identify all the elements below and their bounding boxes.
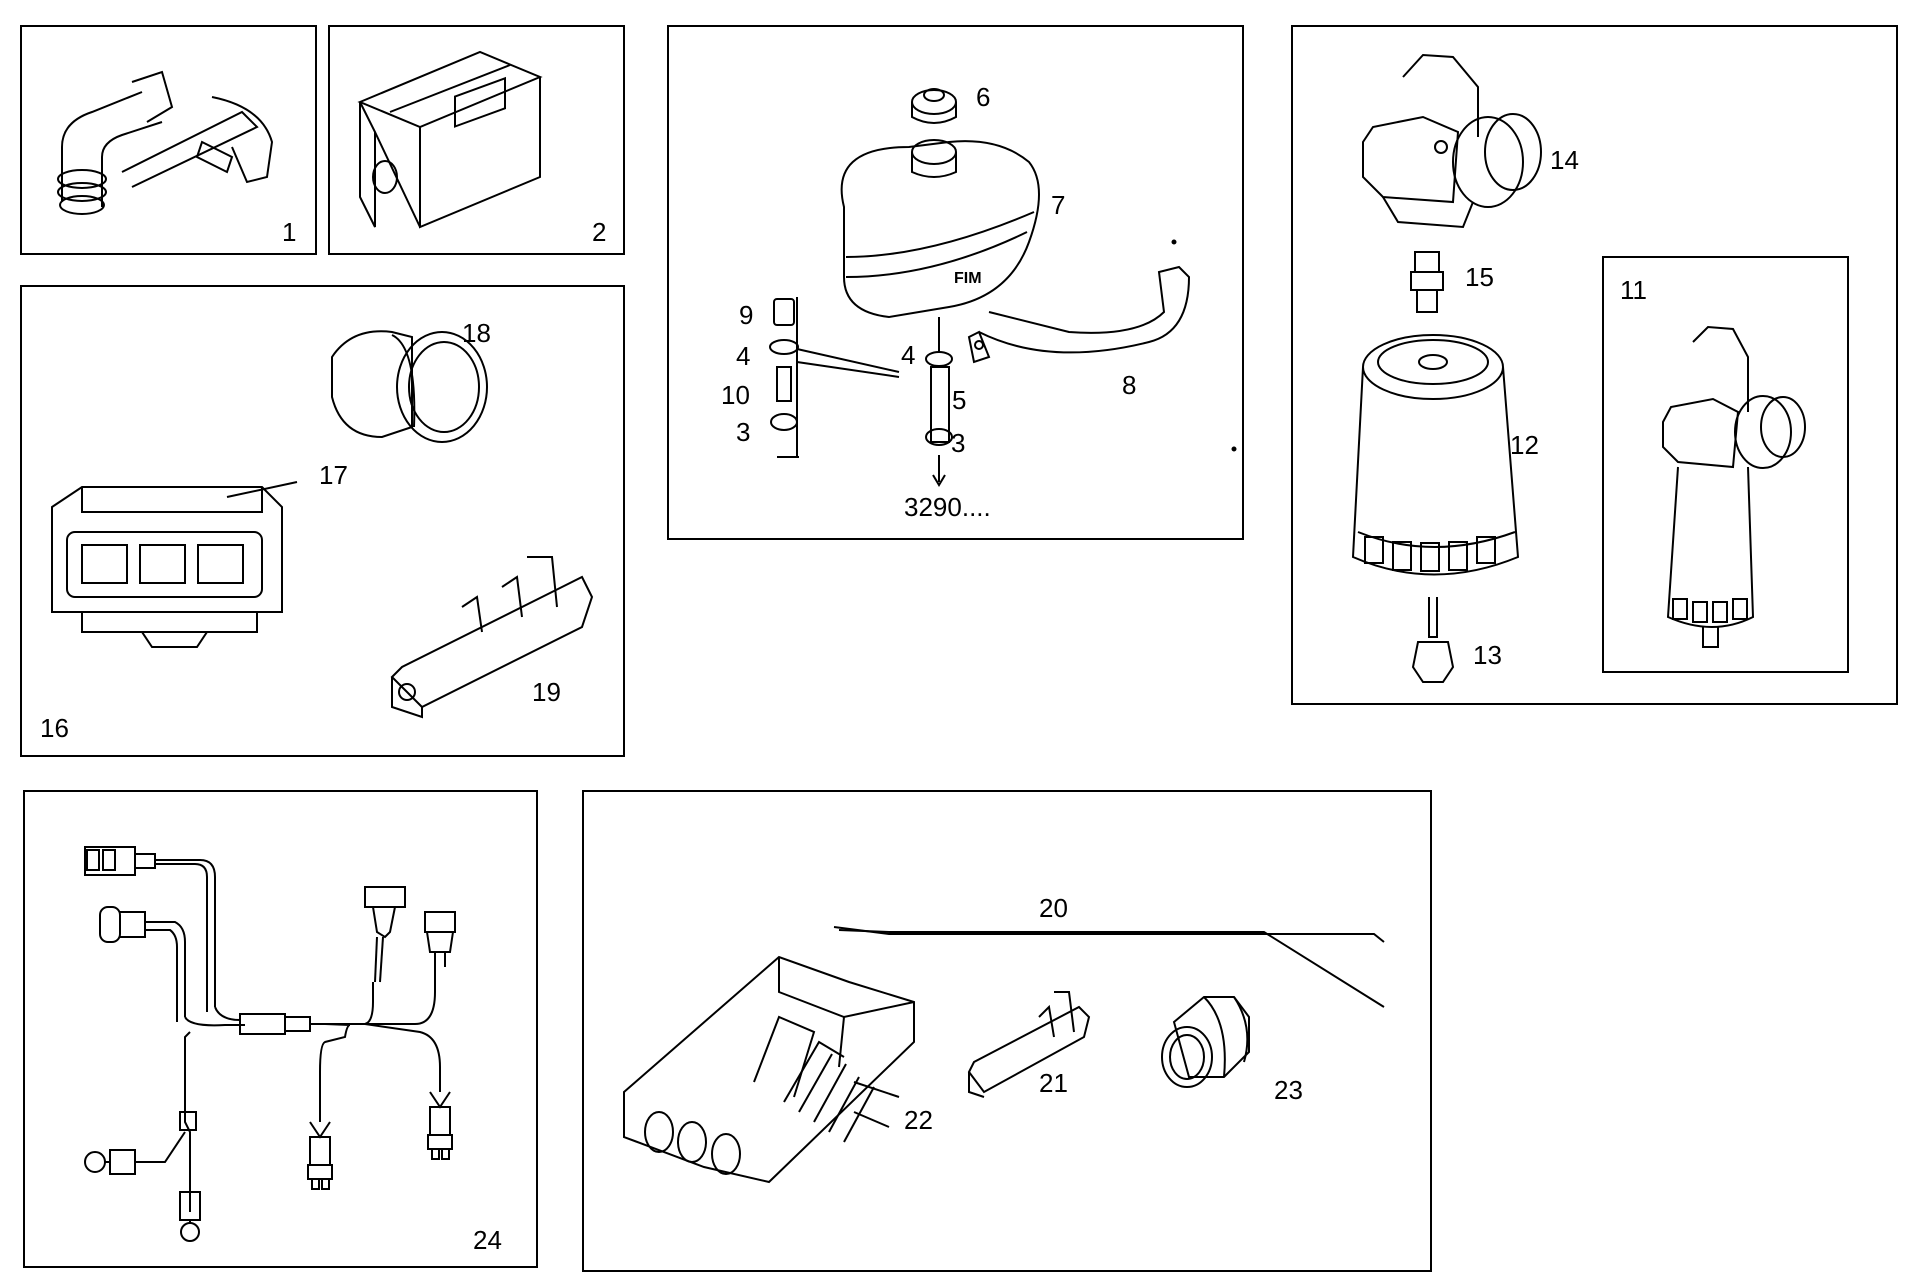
connector-22-drawing	[624, 957, 914, 1182]
callout-18: 18	[462, 318, 491, 348]
fuel-tank-drawing: FIM	[669, 27, 1246, 542]
connector-kit-drawing	[584, 792, 1434, 1274]
tank-7-drawing: FIM	[842, 140, 1039, 317]
filter-head-14-drawing	[1363, 55, 1541, 227]
pipe-parts-right-drawing	[926, 317, 952, 485]
tank-marking: FIM	[954, 270, 982, 287]
filter-cartridge-12-drawing	[1353, 335, 1518, 575]
callout-6: 6	[976, 82, 991, 112]
panel-part-2: 2	[328, 25, 625, 255]
reference-label: 3290....	[904, 492, 991, 522]
panel-part-1: 1	[20, 25, 317, 255]
filter-assembly-11-drawing	[1663, 327, 1805, 647]
callout-12: 12	[1510, 430, 1539, 460]
callout-16: 16	[40, 713, 69, 743]
callout-17: 17	[319, 460, 348, 490]
callout-2: 2	[592, 217, 607, 247]
fuel-filter-drawing	[1293, 27, 1900, 707]
callout-22: 22	[904, 1105, 933, 1135]
strap-8-drawing	[969, 267, 1189, 362]
grommet-18-drawing	[332, 331, 487, 442]
terminal-19-drawing	[392, 557, 592, 717]
panel-part-24: 24	[23, 790, 538, 1268]
callout-15: 15	[1465, 262, 1494, 292]
cap-6-drawing	[912, 89, 956, 123]
grommet-23-drawing	[1162, 997, 1249, 1087]
callout-24: 24	[473, 1225, 502, 1255]
pipe-parts-left-drawing	[770, 297, 899, 457]
callout-11: 11	[1620, 275, 1647, 305]
connector-housing-17-drawing	[52, 487, 282, 647]
callout-7: 7	[1051, 190, 1066, 220]
callout-10: 10	[721, 380, 750, 410]
terminal-21-drawing	[969, 992, 1089, 1097]
callout-5: 5	[952, 385, 967, 415]
control-box-drawing	[330, 27, 627, 257]
callout-3-left: 3	[736, 417, 751, 447]
wiring-harness-drawing	[25, 792, 540, 1270]
callout-8: 8	[1122, 370, 1137, 400]
callout-23: 23	[1274, 1075, 1303, 1105]
callout-3-right: 3	[951, 428, 966, 458]
panel-part-20: 20 22 21 23	[582, 790, 1432, 1272]
drain-13-drawing	[1413, 597, 1453, 682]
callout-20: 20	[1039, 893, 1068, 923]
connector-set-drawing	[22, 287, 627, 759]
callout-1: 1	[282, 217, 297, 247]
panel-fuel-tank: FIM 6 7 8	[667, 25, 1244, 540]
panel-fuel-filter: 14 15 12 13 11	[1291, 25, 1898, 705]
nipple-15-drawing	[1411, 252, 1443, 312]
callout-4-right: 4	[901, 340, 916, 370]
callout-21: 21	[1039, 1068, 1068, 1098]
panel-part-16: 18 17 19 16	[20, 285, 625, 757]
callout-19: 19	[532, 677, 561, 707]
callout-9: 9	[739, 300, 754, 330]
callout-14: 14	[1550, 145, 1579, 175]
callout-13: 13	[1473, 640, 1502, 670]
elbow-fitting-drawing	[22, 27, 319, 257]
callout-4-left: 4	[736, 341, 751, 371]
